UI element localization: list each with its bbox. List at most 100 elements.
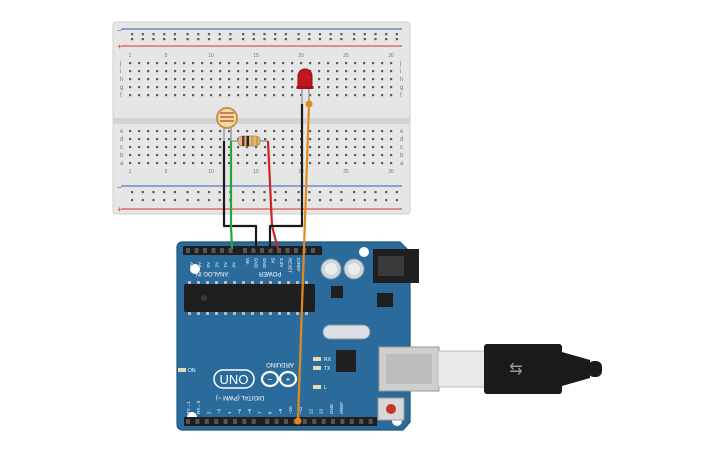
hole[interactable] — [129, 70, 132, 73]
hole[interactable] — [246, 94, 249, 97]
hole[interactable] — [345, 70, 348, 73]
hole[interactable] — [237, 78, 240, 81]
hole[interactable] — [174, 70, 177, 73]
resistor[interactable] — [231, 135, 268, 147]
hole[interactable] — [336, 94, 339, 97]
hole[interactable] — [354, 62, 357, 65]
hole[interactable] — [372, 86, 375, 89]
hole[interactable] — [336, 70, 339, 73]
hole-rail-top-minus[interactable] — [340, 33, 343, 36]
hole[interactable] — [372, 130, 375, 133]
hole-rail-bot-plus[interactable] — [363, 199, 366, 202]
hole[interactable] — [165, 62, 168, 65]
hole[interactable] — [210, 94, 213, 97]
hole[interactable] — [291, 154, 294, 157]
hole-rail-top-plus[interactable] — [274, 38, 277, 41]
hole[interactable] — [147, 86, 150, 89]
hole[interactable] — [327, 162, 330, 165]
hole-rail-bot-plus[interactable] — [274, 199, 277, 202]
hole[interactable] — [363, 130, 366, 133]
hole-rail-top-plus[interactable] — [395, 38, 398, 41]
hole-rail-bot-minus[interactable] — [274, 191, 277, 194]
hole[interactable] — [363, 146, 366, 149]
hole-rail-bot-plus[interactable] — [385, 199, 388, 202]
hole-rail-bot-plus[interactable] — [297, 199, 300, 202]
hole-rail-top-minus[interactable] — [318, 33, 322, 36]
hole[interactable] — [129, 154, 132, 157]
hole[interactable] — [201, 70, 204, 73]
wire-orange-end-bottom[interactable] — [294, 417, 302, 425]
hole[interactable] — [183, 154, 186, 157]
hole[interactable] — [264, 162, 267, 165]
hole[interactable] — [192, 146, 195, 149]
hole[interactable] — [210, 86, 213, 89]
hole[interactable] — [192, 138, 195, 141]
hole-rail-top-plus[interactable] — [131, 38, 134, 41]
hole-rail-top-minus[interactable] — [284, 33, 287, 36]
hole[interactable] — [228, 86, 231, 89]
hole[interactable] — [345, 94, 348, 97]
hole[interactable] — [318, 86, 321, 89]
hole[interactable] — [228, 94, 231, 97]
hole[interactable] — [390, 162, 393, 165]
hole[interactable] — [345, 146, 348, 149]
hole[interactable] — [219, 154, 222, 157]
hole[interactable] — [264, 146, 267, 149]
hole[interactable] — [255, 86, 258, 89]
hole-rail-bot-minus[interactable] — [197, 191, 200, 194]
hole-rail-top-plus[interactable] — [173, 38, 176, 41]
hole[interactable] — [345, 138, 348, 141]
hole[interactable] — [246, 154, 249, 157]
hole[interactable] — [174, 62, 177, 65]
hole[interactable] — [156, 130, 159, 133]
photoresistor[interactable] — [216, 107, 238, 141]
hole[interactable] — [156, 94, 159, 97]
hole-rail-bot-plus[interactable] — [218, 199, 221, 202]
hole[interactable] — [255, 78, 258, 81]
hole[interactable] — [336, 78, 339, 81]
hole-rail-top-plus[interactable] — [340, 38, 343, 41]
led[interactable] — [296, 68, 314, 104]
hole-rail-bot-minus[interactable] — [318, 191, 322, 194]
hole[interactable] — [318, 162, 321, 165]
hole[interactable] — [219, 162, 222, 165]
hole[interactable] — [354, 86, 357, 89]
header-pin[interactable] — [242, 419, 247, 424]
hole[interactable] — [165, 70, 168, 73]
hole[interactable] — [282, 62, 285, 65]
hole[interactable] — [246, 146, 249, 149]
hole-rail-bot-minus[interactable] — [186, 191, 189, 194]
hole[interactable] — [282, 130, 285, 133]
hole[interactable] — [138, 62, 141, 65]
hole-rail-top-minus[interactable] — [218, 33, 221, 36]
hole[interactable] — [372, 162, 375, 165]
hole[interactable] — [309, 130, 312, 133]
hole[interactable] — [345, 62, 348, 65]
hole[interactable] — [345, 86, 348, 89]
hole[interactable] — [138, 78, 141, 81]
hole-rail-top-minus[interactable] — [363, 33, 366, 36]
hole[interactable] — [336, 62, 339, 65]
hole[interactable] — [246, 86, 249, 89]
header-pin[interactable] — [214, 419, 219, 424]
hole-rail-top-minus[interactable] — [385, 33, 388, 36]
hole-rail-bot-plus[interactable] — [141, 199, 144, 202]
hole-rail-bot-minus[interactable] — [252, 191, 255, 194]
hole[interactable] — [282, 78, 285, 81]
hole[interactable] — [192, 154, 195, 157]
hole[interactable] — [309, 138, 312, 141]
hole-rail-top-plus[interactable] — [297, 38, 300, 41]
hole[interactable] — [129, 78, 132, 81]
hole[interactable] — [273, 146, 276, 149]
hole-rail-bot-minus[interactable] — [141, 191, 144, 194]
hole-rail-bot-plus[interactable] — [263, 199, 266, 202]
hole[interactable] — [138, 154, 141, 157]
hole[interactable] — [381, 146, 384, 149]
hole[interactable] — [147, 78, 150, 81]
hole[interactable] — [336, 130, 339, 133]
hole[interactable] — [138, 94, 141, 97]
hole[interactable] — [210, 146, 213, 149]
hole[interactable] — [183, 130, 186, 133]
hole[interactable] — [201, 154, 204, 157]
hole[interactable] — [354, 130, 357, 133]
